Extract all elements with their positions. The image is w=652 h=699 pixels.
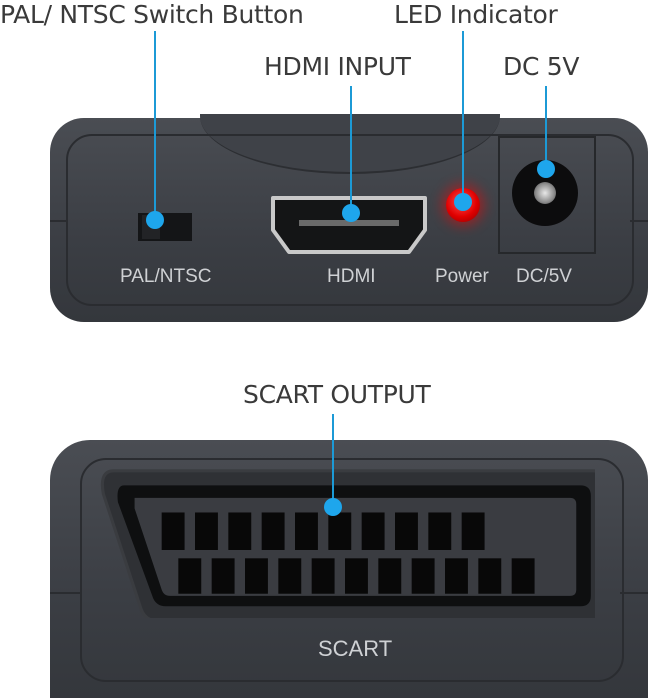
callout-scart-output: SCART OUTPUT — [243, 380, 431, 409]
callout-dot-switch — [146, 211, 164, 229]
callout-line-led — [462, 31, 464, 201]
callout-line-scart — [332, 414, 334, 506]
scart-port[interactable] — [95, 458, 595, 618]
callout-pal-ntsc-switch: PAL/ NTSC Switch Button — [0, 0, 304, 29]
side-seam-left — [50, 220, 68, 222]
label-hdmi: HDMI — [327, 266, 376, 287]
label-dc-5v: DC/5V — [516, 266, 572, 287]
callout-dot-scart — [324, 498, 342, 516]
callout-led-indicator: LED Indicator — [394, 0, 558, 29]
callout-dot-dc — [537, 160, 555, 178]
callout-hdmi-input: HDMI INPUT — [264, 52, 411, 81]
back-seam-right — [620, 592, 648, 594]
hdmi-port[interactable] — [269, 194, 429, 258]
back-inner-bezel — [80, 458, 624, 682]
label-pal-ntsc: PAL/NTSC — [120, 266, 212, 287]
label-power: Power — [435, 266, 489, 287]
callout-line-switch — [154, 31, 156, 219]
callout-line-dc — [545, 86, 547, 168]
dc-socket-frame — [498, 136, 596, 254]
callout-dc-5v: DC 5V — [503, 52, 580, 81]
label-scart: SCART — [318, 636, 393, 661]
dc-center-pin — [534, 182, 556, 204]
callout-dot-led — [454, 193, 472, 211]
back-seam-left — [50, 592, 80, 594]
side-seam-right — [630, 220, 648, 222]
callout-line-hdmi — [350, 86, 352, 212]
callout-dot-hdmi — [342, 204, 360, 222]
